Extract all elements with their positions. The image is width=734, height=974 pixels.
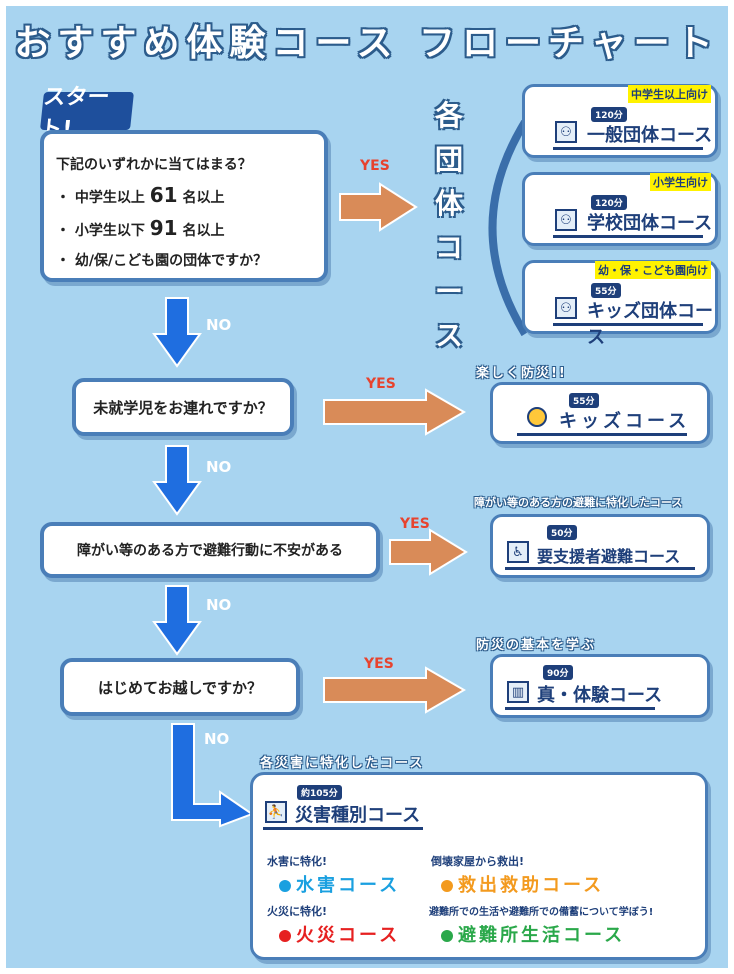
sub-course-label-rescue: 倒壊家屋から救出! [431,855,525,868]
question-1-line-1: ・ 中学生以上 61 名以上 [56,183,225,207]
blue-dot-icon [279,880,291,892]
elementary-count: 91 [149,216,178,240]
question-1-box: 下記のいずれかに当てはまる？ ・ 中学生以上 61 名以上 ・ 小学生以下 91… [40,130,328,282]
kids-course-caption: 楽しく防災!! [476,366,567,381]
course-name: 要支援者避難コース [537,547,681,566]
course-name: 学校団体コース [587,213,713,234]
running-person-icon: ⛹ [265,801,287,823]
course-underline [553,235,703,238]
yes-arrow-4 [323,666,466,714]
no-label-3: NO [206,596,232,614]
yes-label-4: YES [364,656,394,672]
sub-course-label-fire: 火災に特化! [267,905,328,918]
red-dot-icon [279,930,291,942]
course-underline [505,567,695,570]
question-1-line-3: ・ 幼/保/こども園の団体ですか？ [56,253,268,269]
sub-course-flood[interactable]: 水害コース [279,871,400,897]
group-people-icon: ⚇ [555,121,577,143]
course-underline [553,323,703,326]
sub-course-label-flood: 水害に特化! [267,855,328,868]
group-bracket-arc [488,119,529,337]
course-target-tag: 小学生向け [650,173,711,191]
course-duration: 55分 [591,283,621,298]
question-1-intro: 下記のいずれかに当てはまる？ [56,157,252,173]
course-target-tag: 幼・保・こども園向け [595,261,711,279]
question-2-text: 未就学児をお連れですか？ [93,398,273,417]
sub-course-fire[interactable]: 火災コース [279,921,400,947]
course-card-support[interactable]: 50分 ♿ 要支援者避難コース [490,514,710,578]
question-3-box: 障がい等のある方で避難行動に不安がある [40,522,380,578]
course-underline [517,433,687,436]
orange-dot-icon [441,880,453,892]
middle-school-count: 61 [149,183,178,207]
group-people-icon: ⚇ [555,209,577,231]
course-duration: 120分 [591,107,627,122]
sub-course-rescue[interactable]: 救出救助コース [441,871,604,897]
no-label-4: NO [204,730,230,748]
no-arrow-1 [152,297,202,368]
course-card-disaster[interactable]: 約105分 ⛹ 災害種別コース 水害に特化! 水害コース 倒壊家屋から救出! 救… [250,772,708,960]
yes-label-1: YES [360,158,390,174]
yes-arrow-1 [339,182,418,232]
course-name: キッズ団体コース [587,301,713,348]
support-course-caption: 障がい等のある方の避難に特化したコース [474,496,683,509]
wheelchair-icon: ♿ [507,541,529,563]
yes-label-2: YES [366,376,396,392]
course-card-kids[interactable]: 55分 キッズコース [490,382,710,444]
group-people-icon: ⚇ [555,297,577,319]
yes-arrow-3 [389,528,468,576]
course-duration: 120分 [591,195,627,210]
smile-face-icon [527,407,547,427]
course-duration: 90分 [543,665,573,680]
course-card-basic[interactable]: 90分 ▥ 真・体験コース [490,654,710,718]
course-card-school-group[interactable]: 小学生向け 120分 ⚇ 学校団体コース [522,172,718,246]
course-duration: 55分 [569,393,599,408]
page-title: おすすめ体験コース フローチャート [14,23,720,64]
question-3-text: 障がい等のある方で避難行動に不安がある [77,543,343,559]
course-target-tag: 中学生以上向け [628,85,711,103]
course-name: キッズコース [559,411,691,432]
question-2-box: 未就学児をお連れですか？ [72,378,294,436]
course-name: 真・体験コース [537,685,663,706]
basic-course-caption: 防災の基本を学ぶ [476,638,597,653]
course-card-general-group[interactable]: 中学生以上向け 120分 ⚇ 一般団体コース [522,84,718,158]
course-card-kids-group[interactable]: 幼・保・こども園向け 55分 ⚇ キッズ団体コース [522,260,718,348]
sub-course-shelter[interactable]: 避難所生活コース [441,921,625,947]
sub-course-label-shelter: 避難所での生活や避難所での備蓄について学ぼう! [429,907,654,918]
no-label-1: NO [206,316,232,334]
course-underline [505,707,655,710]
yes-label-3: YES [400,516,430,532]
course-name: 災害種別コース [295,805,421,826]
start-badge: スタート! [39,85,134,142]
question-1-line-2: ・ 小学生以下 91 名以上 [56,216,225,240]
no-arrow-3 [152,585,202,656]
disaster-course-caption: 各災害に特化したコース [260,756,425,771]
course-underline [263,827,423,830]
no-arrow-4 [171,723,255,828]
question-4-box: はじめてお越しですか？ [60,658,300,716]
no-label-2: NO [206,458,232,476]
building-icon: ▥ [507,681,529,703]
green-dot-icon [441,930,453,942]
group-courses-vertical-label: 各団体コース [434,99,463,352]
course-underline [553,147,703,150]
course-duration: 50分 [547,525,577,540]
course-name: 一般団体コース [587,125,713,146]
no-arrow-2 [152,445,202,516]
course-duration: 約105分 [297,785,342,800]
yes-arrow-2 [323,388,466,436]
question-4-text: はじめてお越しですか？ [97,678,263,697]
